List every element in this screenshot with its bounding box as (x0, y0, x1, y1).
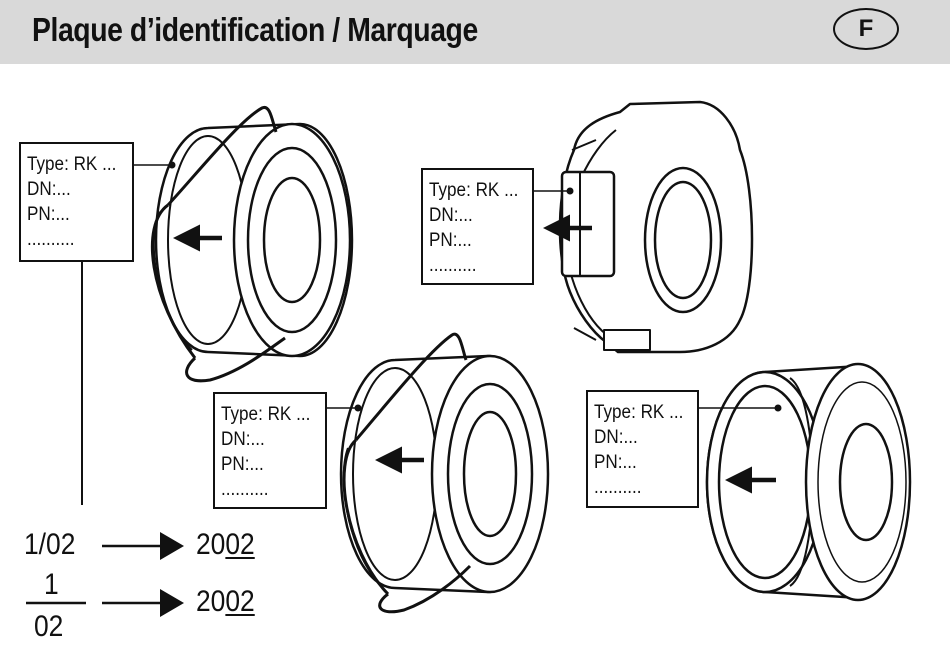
label-dots: .......... (429, 255, 477, 276)
label-dots: .......... (221, 479, 269, 500)
date-arrows (26, 532, 184, 617)
label-dots: .......... (27, 229, 75, 250)
label-dn: DN:... (594, 427, 638, 448)
label-type: Type: RK ... (27, 154, 117, 175)
nameplate-label-3: Type: RK ... DN:... PN:... .......... (213, 392, 327, 509)
leader-lines (81, 164, 778, 505)
language-badge: F (833, 8, 899, 50)
label-pn: PN:... (594, 452, 637, 473)
valve-4-drawing (705, 362, 912, 602)
label-dots: .......... (594, 477, 642, 498)
valve-3-drawing (339, 332, 550, 614)
label-pn: PN:... (429, 230, 472, 251)
valve-2-drawing (543, 100, 754, 354)
label-type: Type: RK ... (594, 402, 684, 423)
date-result-1: 2002 (196, 528, 255, 561)
page-title: Plaque d’identification / Marquage (32, 11, 478, 48)
label-type: Type: RK ... (221, 404, 311, 425)
label-dn: DN:... (27, 179, 71, 200)
header-bar: Plaque d’identification / Marquage F (0, 0, 950, 64)
date-result-2: 2002 (196, 585, 255, 618)
label-type: Type: RK ... (429, 180, 519, 201)
label-dn: DN:... (429, 205, 473, 226)
date-slash-format: 1/02 (24, 528, 76, 561)
nameplate-label-2: Type: RK ... DN:... PN:... .......... (421, 168, 534, 285)
valve-1-drawing (150, 105, 354, 383)
label-dn: DN:... (221, 429, 265, 450)
date-fraction-denominator: 02 (34, 610, 64, 643)
label-pn: PN:... (221, 454, 264, 475)
label-pn: PN:... (27, 204, 70, 225)
nameplate-label-4: Type: RK ... DN:... PN:... .......... (586, 390, 699, 508)
nameplate-label-1: Type: RK ... DN:... PN:... .......... (19, 142, 134, 262)
date-fraction-numerator: 1 (44, 568, 59, 601)
